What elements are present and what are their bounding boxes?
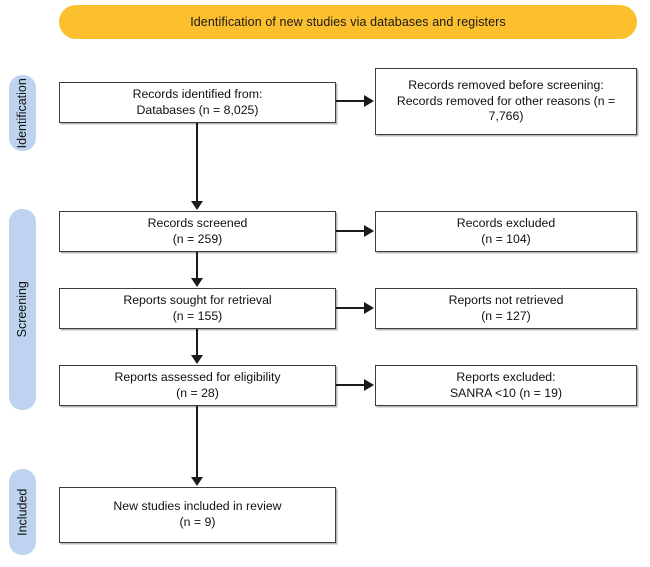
arrowhead-down-sought-to-assessed: [191, 355, 203, 364]
diagram-banner: Identification of new studies via databa…: [59, 5, 637, 39]
connector-line-sought-to-not-retrieved: [336, 307, 365, 309]
box-reports-assessed-text: Reports assessed for eligibility (n = 28…: [114, 369, 281, 400]
arrowhead-down-screened-to-sought: [191, 278, 203, 287]
box-records-identified: Records identified from: Databases (n = …: [59, 82, 336, 123]
arrowhead-right-screened-to-excluded: [364, 225, 374, 237]
box-records-screened-text: Records screened (n = 259): [147, 215, 248, 246]
box-records-removed-text: Records removed before screening: Record…: [396, 77, 616, 124]
box-reports-sought: Reports sought for retrieval (n = 155): [59, 288, 336, 329]
connector-line-screened-to-sought: [196, 252, 198, 280]
connector-line-identified-to-removed: [336, 100, 365, 102]
arrowhead-right-assessed-to-excluded: [364, 379, 374, 391]
connector-line-screened-to-excluded: [336, 230, 365, 232]
box-reports-excluded: Reports excluded: SANRA <10 (n = 19): [375, 365, 637, 406]
connector-line-assessed-to-included: [196, 406, 198, 479]
box-new-studies-included-text: New studies included in review (n = 9): [113, 499, 282, 529]
connector-line-identified-to-screened: [196, 123, 198, 203]
stage-pill-included: Included: [9, 469, 36, 555]
box-records-screened: Records screened (n = 259): [59, 211, 336, 252]
box-new-studies-included: New studies included in review (n = 9): [59, 487, 336, 543]
stage-pill-identification: Identification: [9, 75, 36, 151]
box-reports-assessed: Reports assessed for eligibility (n = 28…: [59, 365, 336, 406]
banner-title: Identification of new studies via databa…: [190, 15, 506, 29]
connector-line-assessed-to-excluded: [336, 384, 365, 386]
box-reports-excluded-text: Reports excluded: SANRA <10 (n = 19): [449, 369, 563, 400]
stage-label-included: Included: [15, 488, 30, 536]
arrowhead-right-sought-to-not-retrieved: [364, 302, 374, 314]
box-records-excluded: Records excluded (n = 104): [375, 211, 637, 252]
arrowhead-right-identified-to-removed: [364, 95, 374, 107]
arrowhead-down-identified-to-screened: [191, 201, 203, 210]
arrowhead-down-assessed-to-included: [191, 477, 203, 486]
box-records-excluded-text: Records excluded (n = 104): [456, 215, 556, 246]
box-reports-sought-text: Reports sought for retrieval (n = 155): [123, 292, 272, 323]
stage-pill-screening: Screening: [9, 209, 36, 410]
box-reports-not-retrieved-text: Reports not retrieved (n = 127): [448, 292, 564, 323]
box-records-removed: Records removed before screening: Record…: [375, 68, 637, 135]
stage-label-identification: Identification: [15, 77, 30, 149]
box-records-identified-text: Records identified from: Databases (n = …: [132, 86, 263, 117]
connector-line-sought-to-assessed: [196, 329, 198, 357]
stage-label-screening: Screening: [15, 281, 30, 338]
box-reports-not-retrieved: Reports not retrieved (n = 127): [375, 288, 637, 329]
